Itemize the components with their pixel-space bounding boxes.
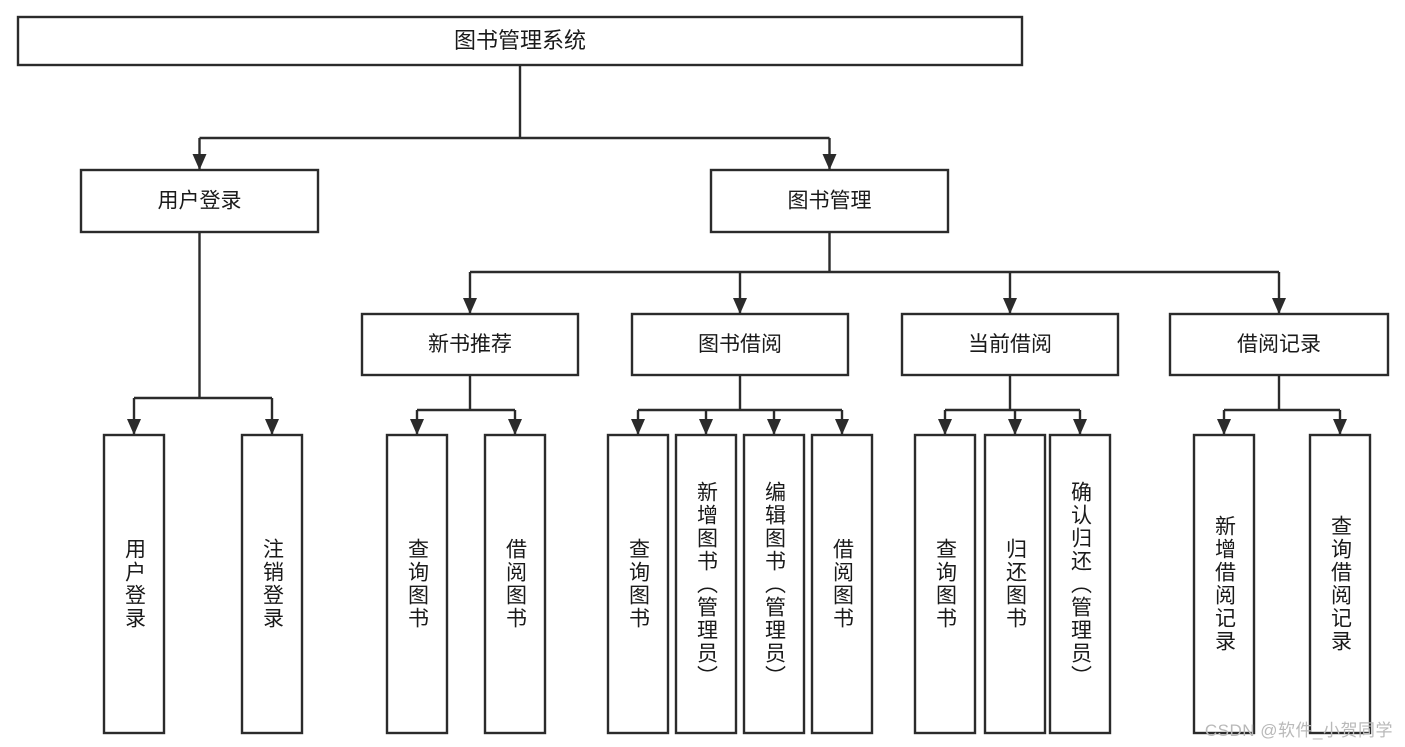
leaf-node-2-label-wrap: 注销登录 xyxy=(260,538,284,630)
arrow-head-icon xyxy=(767,419,781,435)
leaf-node-8-label-wrap: 借阅图书 xyxy=(830,538,854,630)
level2-node-1[interactable]: 用户登录 xyxy=(79,168,320,234)
leaf-node-7-label: 编辑图书（管理员） xyxy=(762,480,786,688)
leaf-node-6-label-wrap: 新增图书（管理员） xyxy=(694,480,718,688)
leaf-node-5-label: 查询图书 xyxy=(626,538,650,630)
leaf-node-10-label: 归还图书 xyxy=(1003,538,1027,630)
leaf-node-3-label: 查询图书 xyxy=(405,538,429,630)
leaf-node-6-box xyxy=(674,433,738,735)
level3-node-2-box xyxy=(630,312,850,377)
leaf-node-13[interactable]: 查询借阅记录 xyxy=(1308,433,1372,735)
arrow-head-icon xyxy=(1272,298,1286,314)
leaf-node-1[interactable]: 用户登录 xyxy=(102,433,166,735)
leaf-node-13-label: 查询借阅记录 xyxy=(1328,515,1352,653)
leaf-node-12-label-wrap: 新增借阅记录 xyxy=(1212,515,1236,653)
leaf-node-8-label: 借阅图书 xyxy=(830,538,854,630)
leaf-node-10[interactable]: 归还图书 xyxy=(983,433,1047,735)
arrow-head-icon xyxy=(699,419,713,435)
level2-node-2-label: 图书管理 xyxy=(788,190,872,213)
leaf-node-11-label-wrap: 确认归还（管理员） xyxy=(1068,480,1092,688)
root-node[interactable]: 图书管理系统 xyxy=(16,15,1024,67)
leaf-node-5[interactable]: 查询图书 xyxy=(606,433,670,735)
root-node-label: 图书管理系统 xyxy=(454,28,586,53)
arrow-head-icon xyxy=(1003,298,1017,314)
level2-node-1-box xyxy=(79,168,320,234)
leaf-node-11[interactable]: 确认归还（管理员） xyxy=(1048,433,1112,735)
level2-node-1-label: 用户登录 xyxy=(158,190,242,213)
arrow-head-icon xyxy=(938,419,952,435)
leaf-node-9-label: 查询图书 xyxy=(933,538,957,630)
leaf-node-7[interactable]: 编辑图书（管理员） xyxy=(742,433,806,735)
level2-node-2[interactable]: 图书管理 xyxy=(709,168,950,234)
leaf-node-10-box xyxy=(983,433,1047,735)
leaf-node-3-label-wrap: 查询图书 xyxy=(405,538,429,630)
arrow-head-icon xyxy=(192,154,207,170)
leaf-node-8-box xyxy=(810,433,874,735)
level3-node-1-box xyxy=(360,312,580,377)
arrow-head-icon xyxy=(1217,419,1231,435)
level3-node-3[interactable]: 当前借阅 xyxy=(900,312,1120,377)
leaf-node-4-label: 借阅图书 xyxy=(503,538,527,630)
leaf-node-13-label-wrap: 查询借阅记录 xyxy=(1328,515,1352,653)
arrow-head-icon xyxy=(1073,419,1087,435)
root-node-box xyxy=(16,15,1024,67)
level3-node-2[interactable]: 图书借阅 xyxy=(630,312,850,377)
arrow-head-icon xyxy=(508,419,522,435)
leaf-node-7-box xyxy=(742,433,806,735)
level3-node-2-label: 图书借阅 xyxy=(698,333,782,356)
leaf-node-7-label-wrap: 编辑图书（管理员） xyxy=(762,480,786,688)
arrow-head-icon xyxy=(822,154,837,170)
leaf-node-12-label: 新增借阅记录 xyxy=(1212,515,1236,653)
level3-node-1[interactable]: 新书推荐 xyxy=(360,312,580,377)
arrow-head-icon xyxy=(127,419,141,435)
level3-node-3-box xyxy=(900,312,1120,377)
arrow-head-icon xyxy=(631,419,645,435)
level3-node-4-label: 借阅记录 xyxy=(1237,333,1321,356)
leaf-node-3[interactable]: 查询图书 xyxy=(385,433,449,735)
arrow-head-icon xyxy=(1008,419,1022,435)
leaf-node-5-label-wrap: 查询图书 xyxy=(626,538,650,630)
leaf-node-2-label: 注销登录 xyxy=(260,538,284,630)
leaf-node-4[interactable]: 借阅图书 xyxy=(483,433,547,735)
leaf-node-13-box xyxy=(1308,433,1372,735)
leaf-node-6-label: 新增图书（管理员） xyxy=(694,480,718,688)
arrow-head-icon xyxy=(835,419,849,435)
leaf-node-2-box xyxy=(240,433,304,735)
arrow-head-icon xyxy=(410,419,424,435)
level3-node-1-label: 新书推荐 xyxy=(428,333,512,356)
leaf-node-9-label-wrap: 查询图书 xyxy=(933,538,957,630)
leaf-node-2[interactable]: 注销登录 xyxy=(240,433,304,735)
level3-node-4[interactable]: 借阅记录 xyxy=(1168,312,1390,377)
leaf-node-4-label-wrap: 借阅图书 xyxy=(503,538,527,630)
arrow-head-icon xyxy=(463,298,477,314)
leaf-node-1-label: 用户登录 xyxy=(122,538,146,630)
leaf-node-1-label-wrap: 用户登录 xyxy=(122,538,146,630)
level2-node-2-box xyxy=(709,168,950,234)
arrow-head-icon xyxy=(733,298,747,314)
leaf-node-6[interactable]: 新增图书（管理员） xyxy=(674,433,738,735)
leaf-node-9[interactable]: 查询图书 xyxy=(913,433,977,735)
leaf-node-8[interactable]: 借阅图书 xyxy=(810,433,874,735)
leaf-node-10-label-wrap: 归还图书 xyxy=(1003,538,1027,630)
leaf-node-9-box xyxy=(913,433,977,735)
leaf-node-4-box xyxy=(483,433,547,735)
leaf-node-5-box xyxy=(606,433,670,735)
leaf-node-11-box xyxy=(1048,433,1112,735)
arrow-head-icon xyxy=(1333,419,1347,435)
connector-layer xyxy=(127,65,1347,435)
node-layer: 图书管理系统用户登录图书管理新书推荐图书借阅当前借阅借阅记录用户登录注销登录查询… xyxy=(16,15,1390,735)
leaf-node-11-label: 确认归还（管理员） xyxy=(1068,480,1092,688)
leaf-node-3-box xyxy=(385,433,449,735)
level3-node-3-label: 当前借阅 xyxy=(968,333,1052,356)
leaf-node-12[interactable]: 新增借阅记录 xyxy=(1192,433,1256,735)
leaf-node-1-box xyxy=(102,433,166,735)
level3-node-4-box xyxy=(1168,312,1390,377)
arrow-head-icon xyxy=(265,419,279,435)
leaf-node-12-box xyxy=(1192,433,1256,735)
